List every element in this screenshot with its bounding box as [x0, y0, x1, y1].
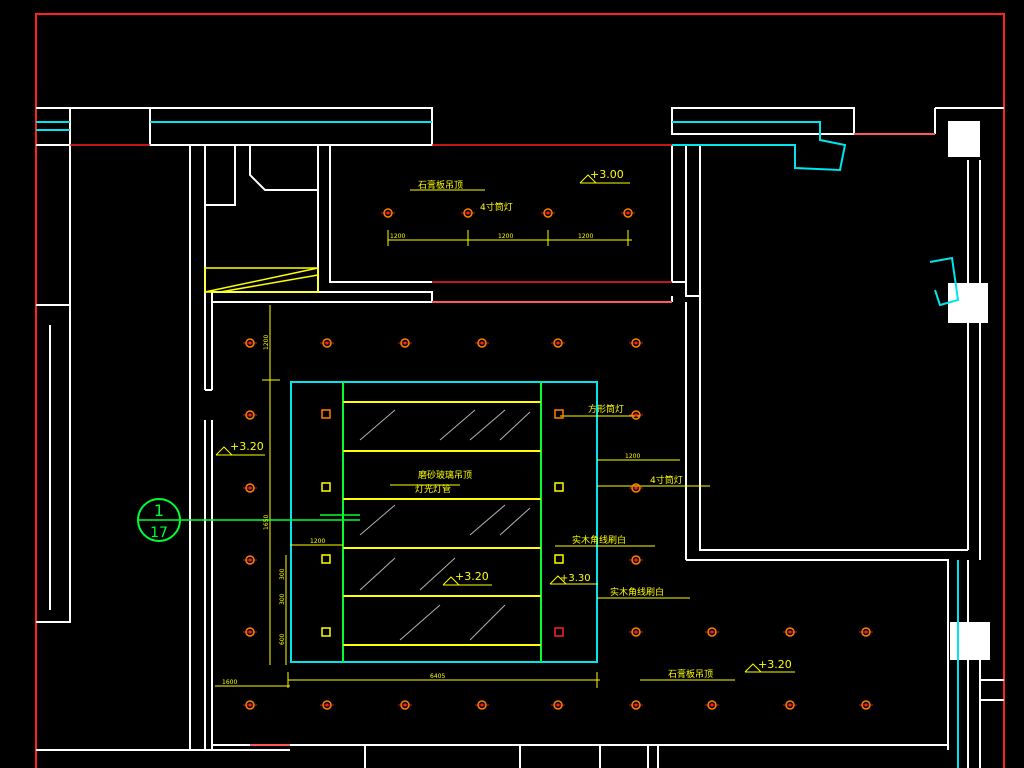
downlight-icon	[243, 700, 257, 710]
section-number: 1	[154, 501, 164, 520]
dim-bottom-total: 6405	[430, 673, 445, 680]
downlight-icon	[629, 410, 643, 420]
walls	[36, 107, 1004, 768]
downlight-icon	[551, 338, 565, 348]
downlight-icon	[398, 700, 412, 710]
downlight-icon	[320, 700, 334, 710]
downlight-icon	[629, 555, 643, 565]
downlight-icon	[629, 483, 643, 493]
downlight-icon	[859, 627, 873, 637]
downlight-icon	[783, 700, 797, 710]
downlight-icon	[475, 700, 489, 710]
label-ceiling-top: 石膏板吊顶	[418, 179, 463, 191]
dim-inner: 1200	[310, 538, 325, 545]
closet-hatch	[204, 267, 319, 293]
downlight-icon	[705, 700, 719, 710]
dim-left-s2: 300	[279, 593, 286, 605]
level-left: +3.20	[230, 440, 264, 453]
ceiling-panel-frame	[290, 381, 598, 663]
label-downlight: 4寸筒灯	[480, 201, 513, 213]
label-wood-2: 实木角线刷白	[610, 586, 664, 598]
pillars	[948, 121, 990, 660]
downlight-icon	[243, 410, 257, 420]
level-top: +3.00	[590, 168, 624, 181]
downlight-icon	[629, 627, 643, 637]
downlight-icon	[541, 208, 555, 218]
downlight-icon	[705, 627, 719, 637]
downlight-icon	[551, 700, 565, 710]
label-spot: 方形筒灯	[588, 403, 624, 415]
dim-left-2: 1650	[263, 515, 270, 530]
dimension-lines	[215, 230, 735, 688]
downlight-icon	[381, 208, 395, 218]
downlight-icon	[243, 338, 257, 348]
downlight-icon	[243, 555, 257, 565]
downlight-icon	[783, 627, 797, 637]
cyan-lines	[36, 121, 960, 768]
label-wood-1: 实木角线刷白	[572, 534, 626, 546]
outer-boundary	[35, 13, 1005, 768]
downlight-icon	[629, 338, 643, 348]
downlights	[243, 208, 873, 710]
dim-bottom-left: 1600	[222, 679, 237, 686]
level-markers	[215, 174, 795, 673]
square-lights	[321, 409, 564, 637]
downlight-icon	[475, 338, 489, 348]
dim-left-s3: 600	[279, 633, 286, 645]
section-marker: 1 17	[137, 498, 360, 542]
downlight-icon	[629, 700, 643, 710]
dim-left-s1: 300	[279, 568, 286, 580]
panel-inner	[342, 382, 542, 662]
label-downlight-right: 4寸筒灯	[650, 474, 683, 486]
red-lines	[70, 133, 935, 746]
downlight-icon	[398, 338, 412, 348]
label-ceiling-bottom: 石膏板吊顶	[668, 668, 713, 680]
downlight-icon	[243, 483, 257, 493]
downlight-icon	[859, 700, 873, 710]
downlight-icon	[461, 208, 475, 218]
section-sheet: 17	[150, 525, 168, 541]
level-center-right: +3.30	[560, 573, 591, 584]
level-bottom-right: +3.20	[758, 658, 792, 671]
downlight-icon	[320, 338, 334, 348]
dim-top-3: 1200	[578, 233, 593, 240]
dim-top-2: 1200	[498, 233, 513, 240]
dim-top-1: 1200	[390, 233, 405, 240]
label-panel-1: 磨砂玻璃吊顶	[418, 469, 472, 481]
label-panel-2: 灯光灯管	[415, 483, 451, 495]
downlight-icon	[621, 208, 635, 218]
downlight-icon	[243, 627, 257, 637]
dim-right: 1200	[625, 453, 640, 460]
dim-left-1: 1200	[263, 335, 270, 350]
level-center: +3.20	[455, 570, 489, 583]
